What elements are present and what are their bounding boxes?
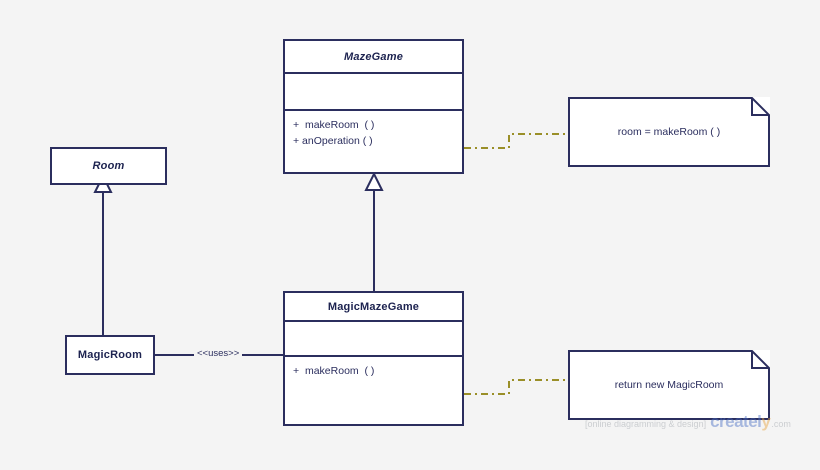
method-makeroom: + makeRoom ( ) (293, 119, 375, 131)
generalization-magicmazegame-to-mazegame[interactable] (359, 168, 389, 293)
class-title-mazegame: MazeGame (343, 50, 404, 63)
class-box-room[interactable]: Room (50, 147, 167, 185)
method-makeroom-magic: + makeRoom ( ) (293, 365, 375, 377)
class-title-magicroom: MagicRoom (77, 349, 143, 361)
class-attributes-magicmazegame (285, 320, 462, 355)
note-shape-makeroom (568, 97, 770, 167)
class-attributes-mazegame (285, 72, 462, 109)
watermark-brand-prefix: createl (710, 412, 762, 431)
note-text-makeroom: room = makeRoom ( ) (617, 126, 721, 138)
class-title-magicmazegame: MagicMazeGame (327, 300, 420, 313)
note-anchor-magicmazegame (464, 379, 569, 395)
class-methods-mazegame: + makeRoom ( ) + anOperation ( ) (285, 109, 462, 172)
class-box-magicroom[interactable]: MagicRoom (65, 335, 155, 375)
watermark-brand: creately (710, 412, 771, 432)
class-title-room: Room (92, 160, 125, 172)
note-anchor-mazegame (464, 133, 569, 149)
note-magicroom[interactable]: return new MagicRoom (568, 350, 770, 420)
class-box-mazegame[interactable]: MazeGame + makeRoom ( ) + anOperation ( … (283, 39, 464, 174)
class-box-magicmazegame[interactable]: MagicMazeGame + makeRoom ( ) (283, 291, 464, 426)
note-text-magicroom: return new MagicRoom (614, 379, 724, 391)
watermark-brand-accent: y (761, 412, 771, 431)
note-shape-magicroom (568, 350, 770, 420)
class-methods-magicmazegame: + makeRoom ( ) (285, 355, 462, 424)
method-anoperation: + anOperation ( ) (293, 135, 373, 147)
note-makeroom[interactable]: room = makeRoom ( ) (568, 97, 770, 167)
generalization-magicroom-to-room[interactable] (88, 170, 118, 345)
watermark-domain: .com (771, 419, 791, 429)
watermark-tagline: [online diagramming & design] (585, 419, 707, 429)
uses-stereotype-label: <<uses>> (194, 348, 243, 359)
creately-watermark: [online diagramming & design] creately .… (585, 412, 791, 432)
